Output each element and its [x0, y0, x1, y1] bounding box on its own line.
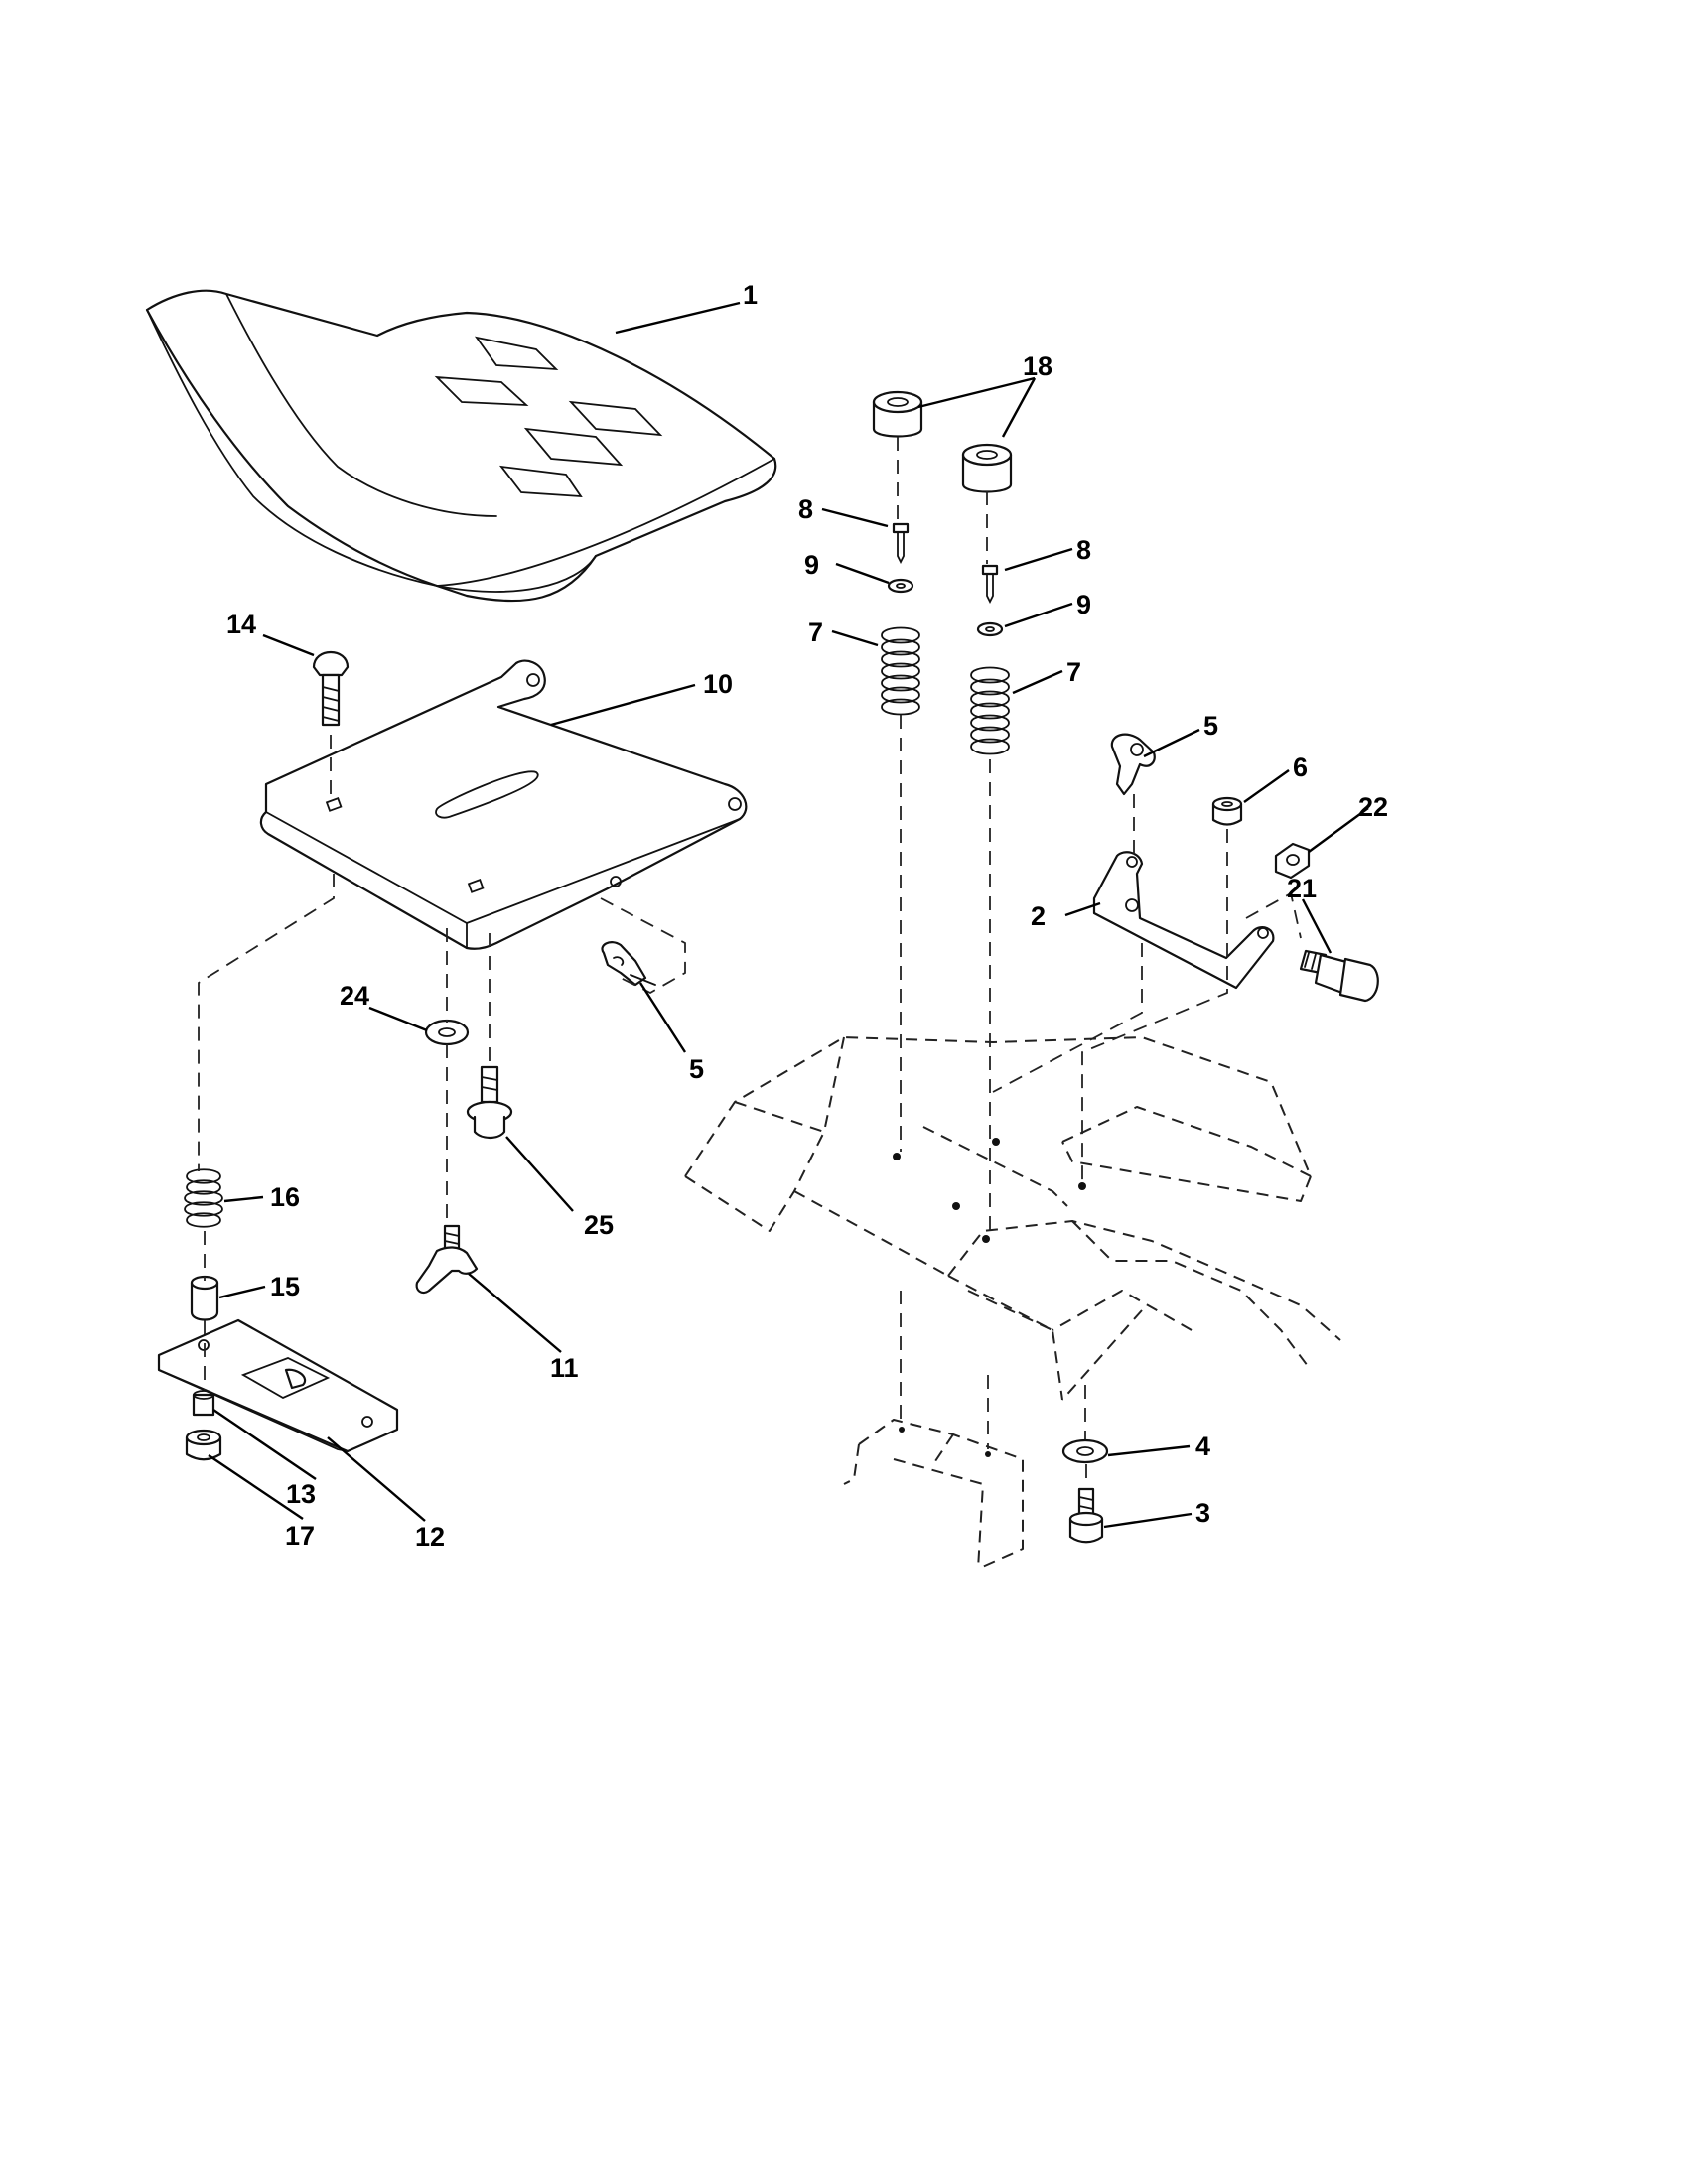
washer-9-left-part: [887, 578, 914, 594]
callout-15: 15: [270, 1272, 300, 1301]
latch-right-part: [1110, 733, 1156, 796]
spring-16-part: [184, 1168, 223, 1228]
screw-8-right-part: [981, 564, 999, 605]
callout-6: 6: [1293, 752, 1308, 782]
latch-clip-left-part: [601, 941, 656, 987]
hinge-bracket-part: [1092, 851, 1275, 990]
nut-22-part: [1274, 842, 1311, 880]
callout-3: 3: [1195, 1498, 1210, 1528]
callout-4: 4: [1195, 1432, 1210, 1461]
callout-18: 18: [1023, 351, 1052, 381]
callout-1: 1: [743, 280, 758, 310]
carriage-bolt-part: [312, 651, 350, 727]
callout-2: 2: [1031, 901, 1046, 931]
knob-part: [415, 1224, 479, 1295]
callout-8-left: 8: [798, 494, 813, 524]
spring-7-left-part: [881, 626, 920, 716]
callout-11: 11: [550, 1353, 579, 1383]
callout-5-left: 5: [689, 1054, 704, 1084]
assembly-centerlines: [198, 437, 1302, 1487]
seat-pan-part: [259, 659, 748, 950]
callout-9-right: 9: [1076, 590, 1091, 619]
callout-labels: 1 18 8 8 9 9 7 7 10 14 5 6 22 2 21 24 5 …: [226, 280, 1388, 1552]
callout-9-left: 9: [804, 550, 819, 580]
callout-7-left: 7: [808, 617, 823, 647]
washer-24-part: [424, 1019, 470, 1046]
nut-6-part: [1211, 796, 1243, 826]
shoulder-bolt-part: [466, 1065, 513, 1140]
callout-16: 16: [270, 1182, 300, 1212]
tractor-frame-phantom: [684, 1036, 1341, 1570]
nut-13-part: [192, 1390, 215, 1417]
seat-part: [145, 289, 777, 603]
bolt-3-part: [1068, 1487, 1104, 1544]
nut-17-part: [185, 1429, 222, 1461]
callout-10: 10: [703, 669, 733, 699]
callout-8-right: 8: [1076, 535, 1091, 565]
leader-lines: [208, 301, 1369, 1529]
callout-7-right: 7: [1066, 657, 1081, 687]
mount-bracket-part: [157, 1318, 399, 1453]
spring-7-right-part: [970, 666, 1010, 755]
callout-24: 24: [340, 981, 369, 1011]
callout-25: 25: [584, 1210, 614, 1240]
bushing-18-right-part: [961, 443, 1013, 493]
washer-4-part: [1061, 1438, 1109, 1464]
callout-12: 12: [415, 1522, 445, 1552]
callout-14: 14: [226, 610, 256, 639]
callout-17: 17: [285, 1521, 315, 1551]
bushing-18-left-part: [872, 390, 923, 438]
washer-9-right-part: [976, 621, 1004, 637]
callout-21: 21: [1287, 874, 1317, 903]
shoulder-bolt-21-part: [1299, 949, 1379, 1003]
callout-5-right: 5: [1203, 711, 1218, 741]
screw-8-left-part: [892, 522, 910, 565]
callout-22: 22: [1358, 792, 1388, 822]
callout-13: 13: [286, 1479, 316, 1509]
spacer-15-part: [190, 1275, 219, 1321]
